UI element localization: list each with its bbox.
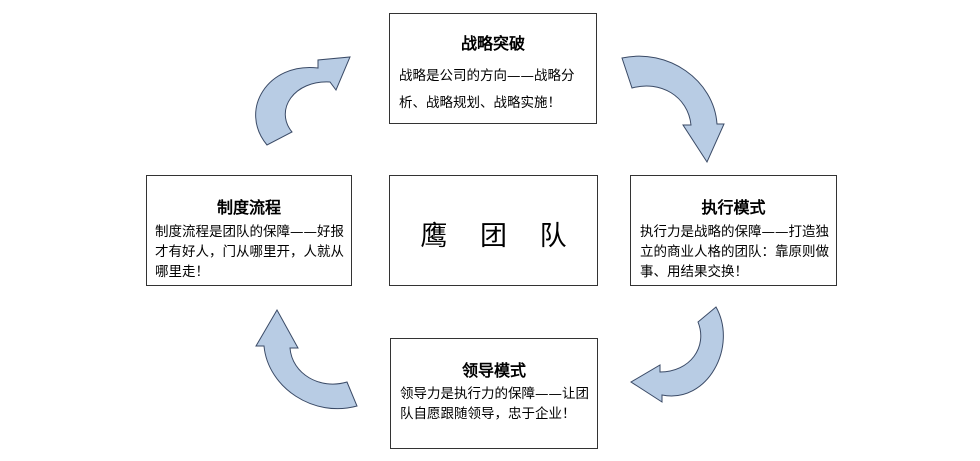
strategy-box: 战略突破 战略是公司的方向——战略分析、战略规划、战略实施！ xyxy=(389,13,597,124)
execution-text: 执行力是战略的保障——打造独立的商业人格的团队：靠原则做事、用结果交换！ xyxy=(640,224,829,280)
execution-box: 执行模式 执行力是战略的保障——打造独立的商业人格的团队：靠原则做事、用结果交换… xyxy=(630,175,837,286)
strategy-title: 战略突破 xyxy=(460,34,525,53)
arrow-bottom-to-left xyxy=(255,308,358,410)
leadership-title: 领导模式 xyxy=(461,361,526,380)
strategy-text: 战略是公司的方向——战略分析、战略规划、战略实施！ xyxy=(399,68,575,111)
arrow-left-to-top xyxy=(255,56,351,146)
center-label: 鹰 团 队 xyxy=(420,221,579,252)
leadership-text: 领导力是执行力的保障——让团队自愿跟随领导，忠于企业！ xyxy=(400,386,589,422)
arrow-top-to-right xyxy=(621,55,725,164)
process-text: 制度流程是团队的保障——好报才有好人，门从哪里开，人就从哪里走！ xyxy=(155,224,344,280)
process-box: 制度流程 制度流程是团队的保障——好报才有好人，门从哪里开，人就从哪里走！ xyxy=(146,175,352,286)
arrow-right-to-bottom xyxy=(630,306,724,403)
center-box: 鹰 团 队 xyxy=(389,175,598,286)
execution-title: 执行模式 xyxy=(701,198,766,217)
process-title: 制度流程 xyxy=(216,198,281,217)
leadership-box: 领导模式 领导力是执行力的保障——让团队自愿跟随领导，忠于企业！ xyxy=(390,338,598,449)
